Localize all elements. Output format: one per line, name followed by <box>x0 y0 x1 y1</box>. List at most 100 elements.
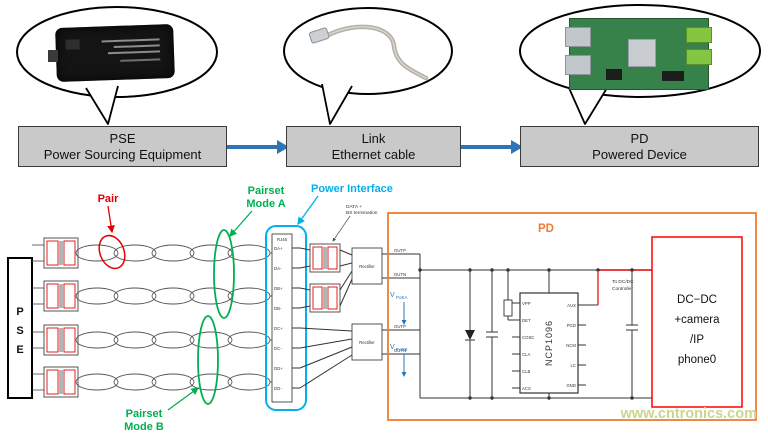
chip-name-label: NCP1096 <box>544 320 554 366</box>
pd-internal-circuit <box>418 254 652 400</box>
pcb-terminal-block <box>686 49 712 65</box>
resistor-icon <box>503 299 513 317</box>
outp-label: OUTP <box>394 248 406 253</box>
rj45-pin-label: DB- <box>274 306 282 311</box>
chip-pin-label: ACS <box>522 386 531 391</box>
pairset-b-annotation: Pairset Mode B <box>124 315 219 433</box>
chip-pin-label: PGD <box>567 323 576 328</box>
flow-box-link: Link Ethernet cable <box>286 126 461 167</box>
pcb-terminal-block <box>686 27 712 43</box>
pair-label: Pair <box>98 193 120 205</box>
twisted-pairs <box>31 237 273 398</box>
dcdc-line: DC−DC <box>677 294 717 306</box>
cable-connector <box>308 27 330 44</box>
chip-pin-label: NCM <box>566 343 576 348</box>
power-interface-block: RJ45 DA+ DA- DB+ DB- DC+ DC- DD+ DD- <box>265 225 307 411</box>
vpoeb-label: V PoEB <box>390 344 408 377</box>
chip-pin-label: CLA <box>522 352 530 357</box>
chip-pin-label: COSC <box>522 335 534 340</box>
chip-pins-left: VPP DET COSC CLA CLB ACS <box>512 301 534 391</box>
adapter-label-line <box>101 38 160 43</box>
rectifier-bottom: Rectifier OUTP OUTN <box>351 323 420 361</box>
pairset-a-annotation: Pairset Mode A <box>213 185 286 319</box>
callout-link <box>282 4 454 128</box>
circuit-diagram: P S E RJ45 DA+ DA- DB+ DB- DC+ DC- DD+ <box>7 183 757 433</box>
pd-region-label: PD <box>538 223 554 235</box>
flow-box-link-subtitle: Ethernet cable <box>331 146 416 162</box>
flow-box-link-title: Link <box>361 130 386 146</box>
data-termination-label-line1: DATA + <box>346 204 362 210</box>
pse-photo <box>48 23 175 83</box>
cable-photo <box>308 24 429 81</box>
vpoea-label: V PoEA <box>390 292 408 325</box>
adapter-label-line <box>120 58 161 62</box>
arrow-head-icon <box>511 140 523 154</box>
flow-box-pse-subtitle: Power Sourcing Equipment <box>43 146 202 162</box>
watermark: www.cntronics.com <box>620 406 757 422</box>
rj45-pin-label: DC+ <box>274 326 283 331</box>
flow-box-pse: PSE Power Sourcing Equipment <box>18 126 227 167</box>
pairset-a-line1: Pairset <box>248 185 285 197</box>
vpoea-symbol: V <box>390 292 395 299</box>
pd-region-outline <box>387 212 757 421</box>
pairset-b-line2: Mode B <box>124 421 164 433</box>
adapter-label-line <box>113 44 160 49</box>
pairset-a-line2: Mode A <box>246 198 285 210</box>
adapter-port-detail <box>65 39 80 50</box>
to-dcdc-label-line2: Controller <box>612 286 633 292</box>
pse-letter: S <box>16 325 23 337</box>
pse-letter: P <box>16 306 23 318</box>
rj45-pin-label: DA- <box>274 266 282 271</box>
dcdc-line: phone0 <box>678 354 716 366</box>
pair-ellipse <box>98 234 126 270</box>
rj45-label: RJ45 <box>277 237 288 242</box>
pcb-rj45-port <box>565 55 591 75</box>
power-interface-label: Power Interface <box>311 183 393 195</box>
outn-label: OUTN <box>394 348 406 353</box>
chip-pins-right: AUX PGD NCM LC GND <box>566 303 586 388</box>
outn-label: OUTN <box>394 272 406 277</box>
dcdc-load-box: DC−DC +camera /IP phone0 <box>651 236 743 408</box>
vpoea-subscript: PoEA <box>396 295 408 300</box>
flow-box-pse-title: PSE <box>109 130 136 146</box>
rj45-pin-label: DD- <box>274 386 282 391</box>
power-adapter-image <box>55 23 175 83</box>
vpoeb-subscript: PoEB <box>396 347 408 352</box>
flow-box-pd: PD Powered Device <box>520 126 759 167</box>
adapter-plug-detail <box>48 50 58 62</box>
flow-arrow-1 <box>227 140 289 154</box>
chip-pin-label: GND <box>566 383 576 388</box>
callout-pd <box>517 2 763 126</box>
pairset-a-ellipse <box>213 229 235 319</box>
rj45-pins: DA+ DA- DB+ DB- DC+ DC- DD+ DD- <box>274 246 300 391</box>
power-interface-annotation: Power Interface <box>297 183 393 226</box>
dcdc-line: /IP <box>690 334 704 346</box>
pse-block: P S E <box>7 257 33 399</box>
cable-highlight <box>325 26 427 79</box>
chip-pin-label: AUX <box>567 303 576 308</box>
pairset-b-line1: Pairset <box>126 408 163 420</box>
rj45-pin-label: DD+ <box>274 366 283 371</box>
rectifier-top: Rectifier OUTP OUTN <box>351 247 420 285</box>
pcb-rj45-port <box>565 27 591 47</box>
ncp1096-chip: NCP1096 VPP DET COSC CLA CLB ACS AUX PGD… <box>512 270 634 398</box>
rj45-pin-label: DA+ <box>274 246 283 251</box>
pairset-b-ellipse <box>197 315 219 405</box>
pd-photo <box>565 18 712 90</box>
chip-pin-label: LC <box>571 363 577 368</box>
rectifier-label: Rectifier <box>359 340 375 345</box>
arrow-head-icon <box>277 140 289 154</box>
rectifier-label: Rectifier <box>359 264 375 269</box>
adapter-label-line <box>107 50 161 55</box>
callout-pse <box>14 4 220 128</box>
outp-label: OUTP <box>394 324 406 329</box>
chip-pin-label: VPP <box>522 301 531 306</box>
pcb-chip <box>606 69 622 80</box>
data-termination-blocks: DATA + BS termination <box>299 204 378 389</box>
flow-box-pd-title: PD <box>630 130 649 146</box>
pcb-chip <box>662 71 684 81</box>
pcb-heatsink <box>628 39 656 67</box>
pse-letter: E <box>16 344 23 356</box>
to-dcdc-label-line1: To DC/DC <box>612 279 634 285</box>
